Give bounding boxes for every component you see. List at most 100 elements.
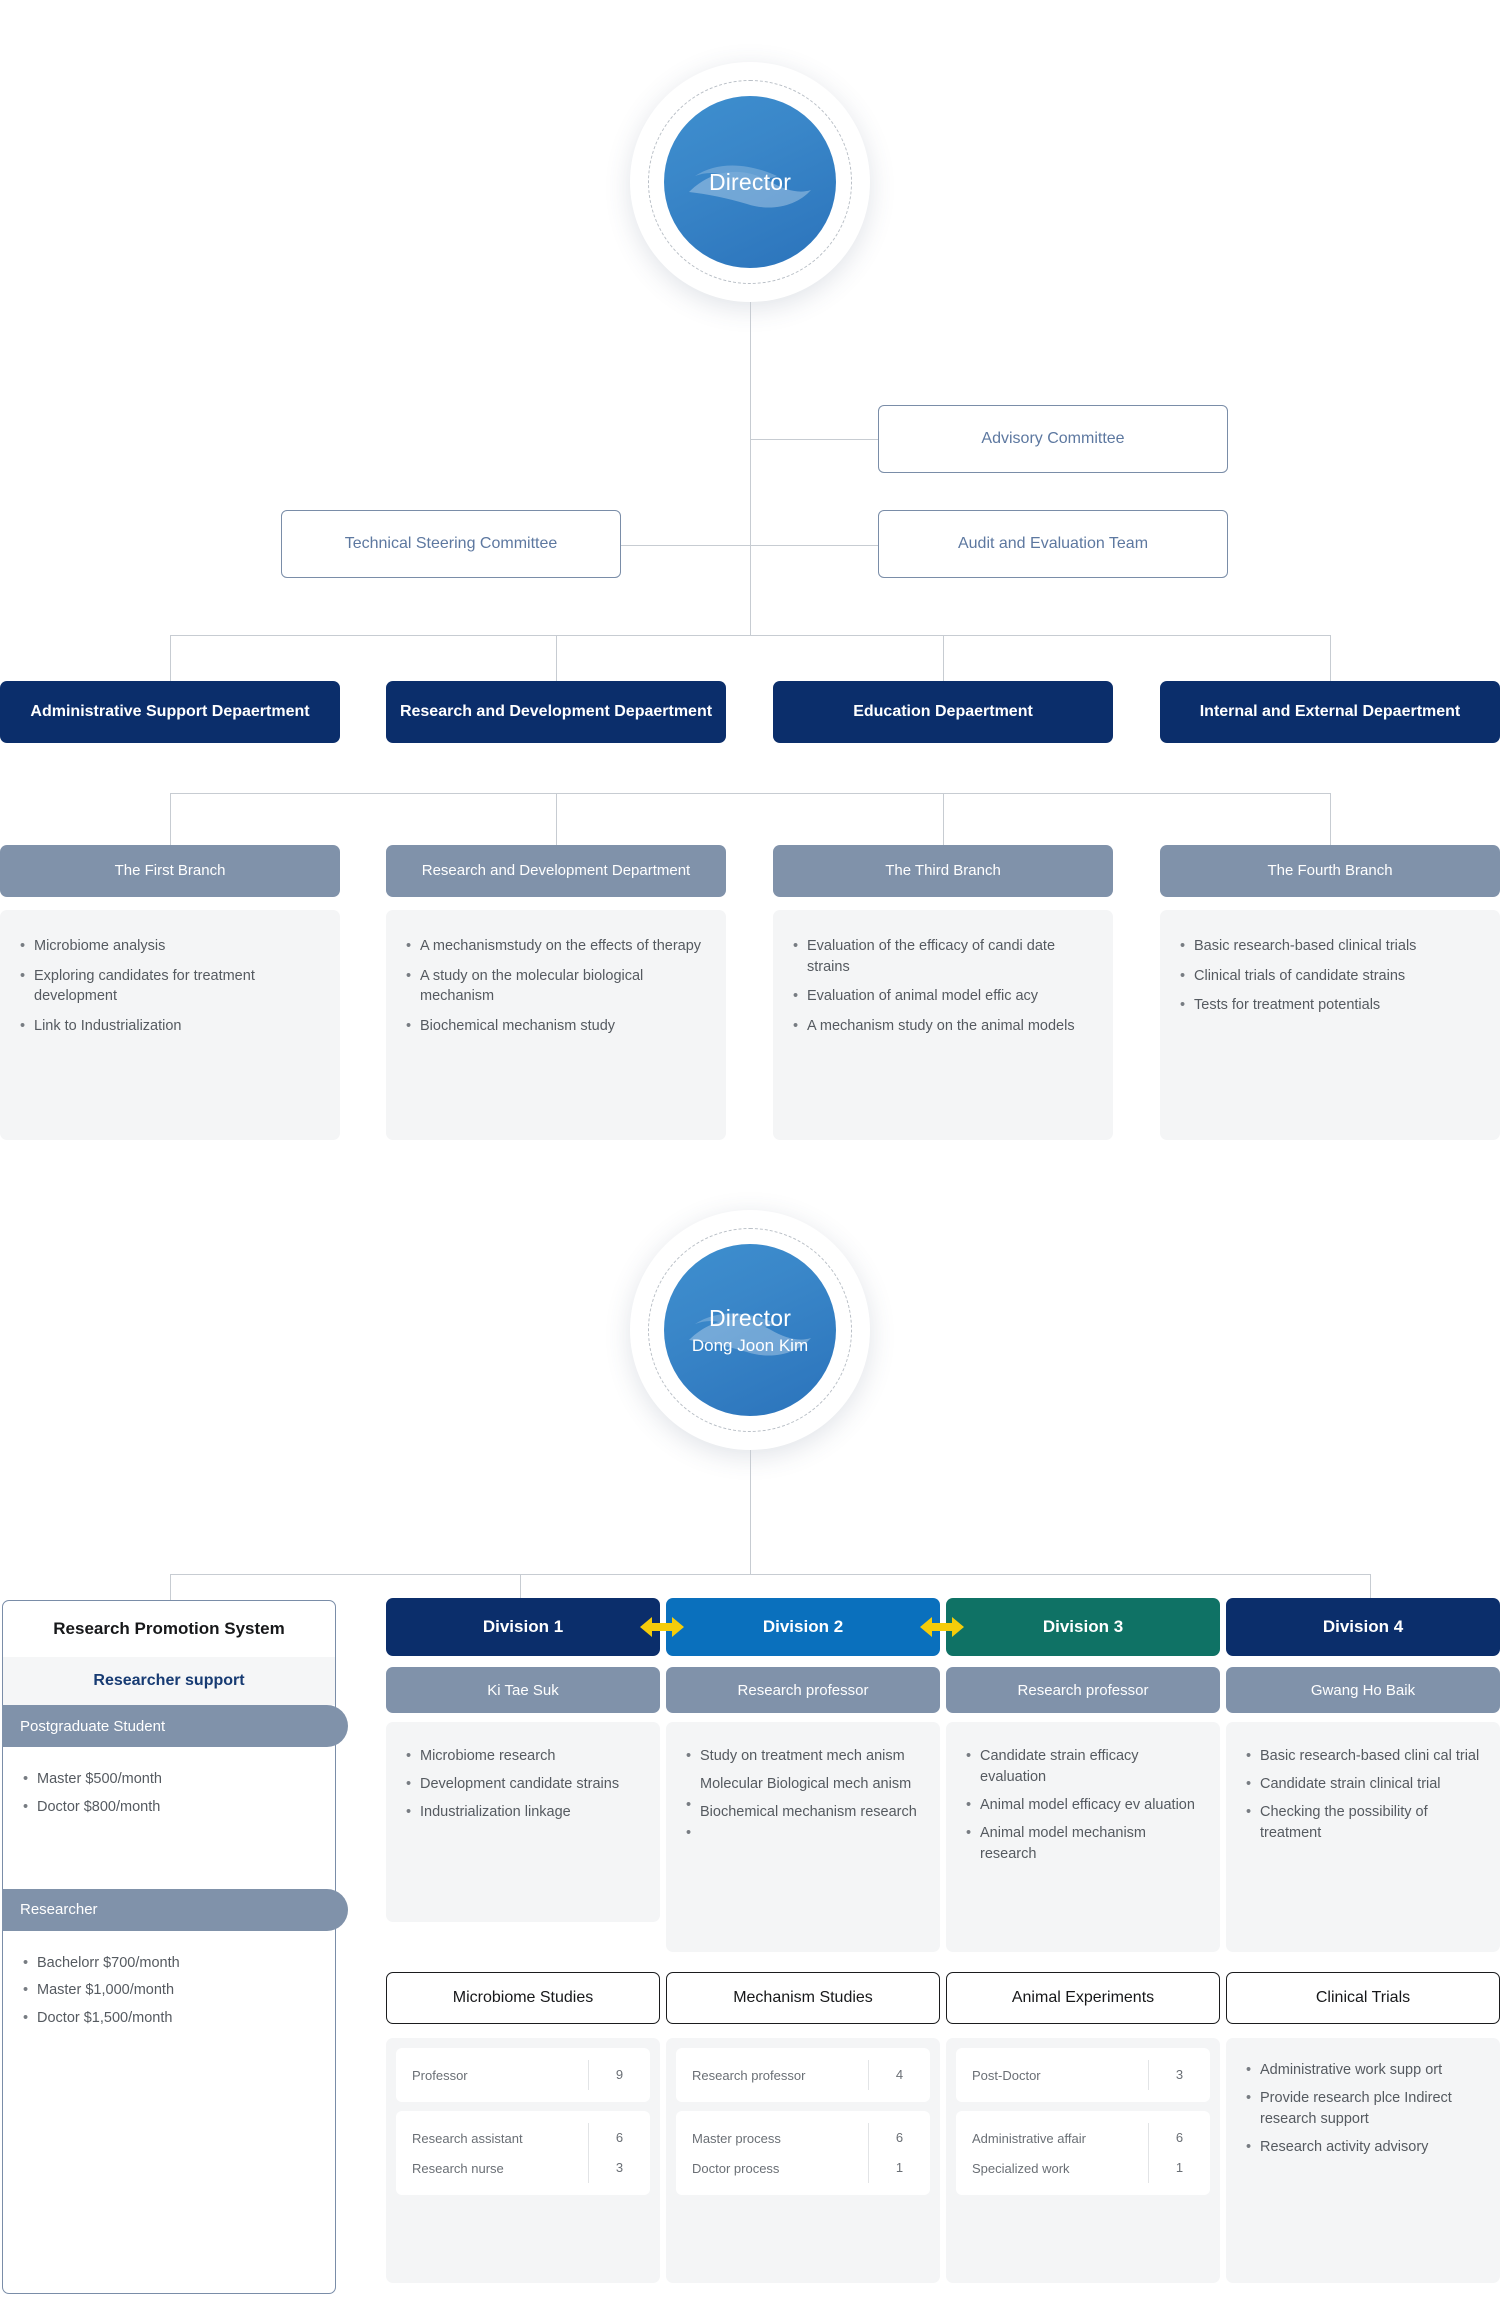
division-2-body: Study on treatment mech anism Molecular … — [666, 1722, 940, 1952]
count-value: 6 — [1148, 2123, 1210, 2153]
division-label: Division 2 — [762, 1617, 844, 1636]
connector-branch-drop-4 — [1330, 793, 1331, 845]
count-row: Research nurse 3 — [396, 2153, 650, 2183]
branch-item: Basic research-based clinical trials — [1178, 936, 1482, 957]
branch-head-fourth[interactable]: The Fourth Branch — [1160, 845, 1500, 897]
division-3-header[interactable]: Division 3 — [946, 1598, 1220, 1656]
division-3-person: Research professor — [946, 1667, 1220, 1713]
count-label: Specialized work — [972, 2160, 1070, 2176]
count-label: Administrative affair — [972, 2130, 1086, 2146]
dept-education[interactable]: Education Depaertment — [773, 681, 1113, 743]
connector-branch-drop-1 — [170, 793, 171, 845]
clinical-note-item: Administrative work supp ort — [1244, 2060, 1482, 2081]
promotion-group-postgraduate[interactable]: Postgraduate Student — [2, 1705, 348, 1747]
count-table-mechanism: Research professor 4 Master process 6 Do… — [666, 2038, 940, 2283]
division-label: Division 3 — [1042, 1617, 1124, 1636]
connector-division-drop-1 — [170, 1574, 171, 1618]
division-item: Checking the possibility of treatment — [1244, 1802, 1482, 1844]
committee-technical-steering[interactable]: Technical Steering Committee — [281, 510, 621, 578]
connector-dept-bus — [170, 635, 1330, 636]
study-box-animal[interactable]: Animal Experiments — [946, 1972, 1220, 2024]
count-label: Research nurse — [412, 2160, 504, 2176]
study-box-label: Clinical Trials — [1315, 1989, 1411, 2006]
branch-item-list: Microbiome analysis Exploring candidates… — [18, 936, 322, 1036]
study-box-microbiome[interactable]: Microbiome Studies — [386, 1972, 660, 2024]
clinical-note-list: Administrative work supp ort Provide res… — [1226, 2038, 1500, 2283]
division-2-header[interactable]: Division 2 — [666, 1598, 940, 1656]
division-item: Basic research-based clini cal trial — [1244, 1746, 1482, 1767]
count-row: Doctor process 1 — [676, 2153, 930, 2183]
clinical-note-item: Research activity advisory — [1244, 2137, 1482, 2158]
branch-item: A mechanism study on the animal models — [791, 1016, 1095, 1037]
count-row: Research professor 4 — [676, 2060, 930, 2090]
division-4-person: Gwang Ho Baik — [1226, 1667, 1500, 1713]
wave-logo-icon — [689, 165, 811, 208]
count-value: 4 — [868, 2060, 930, 2090]
director-dashed-ring: Director Dong Joon Kim — [648, 1228, 852, 1432]
branch-item: Clinical trials of candidate strains — [1178, 966, 1482, 987]
promotion-group-label: Researcher — [20, 1901, 98, 1918]
research-promotion-panel: Research Promotion System Researcher sup… — [2, 1600, 348, 2294]
promotion-panel-subtitle: Researcher support — [3, 1657, 335, 1705]
branch-item: Evaluation of the efficacy of candi date… — [791, 936, 1095, 977]
promotion-item: Doctor $1,500/month — [21, 2008, 317, 2030]
branch-item: Link to Industrialization — [18, 1016, 322, 1037]
division-1-header[interactable]: Division 1 — [386, 1598, 660, 1656]
branch-head-third[interactable]: The Third Branch — [773, 845, 1113, 897]
division-item: Industrialization linkage — [404, 1802, 642, 1823]
division-person-label: Gwang Ho Baik — [1310, 1681, 1416, 1699]
division-item-list: Basic research-based clini cal trial Can… — [1244, 1746, 1482, 1844]
branch-body-rnd: A mechanismstudy on the effects of thera… — [386, 910, 726, 1140]
promotion-item-list-postgraduate: Master $500/month Doctor $800/month — [3, 1747, 335, 1851]
count-label: Master process — [692, 2130, 781, 2146]
promotion-item: Bachelorr $700/month — [21, 1953, 317, 1975]
branch-item: Microbiome analysis — [18, 936, 322, 957]
committee-audit-evaluation[interactable]: Audit and Evaluation Team — [878, 510, 1228, 578]
dept-internal-external[interactable]: Internal and External Depaertment — [1160, 681, 1500, 743]
top-director-node: Director — [630, 62, 870, 302]
count-label: Research professor — [692, 2067, 806, 2083]
promotion-item-list-researcher: Bachelorr $700/month Master $1,000/month… — [3, 1931, 335, 2062]
study-box-clinical[interactable]: Clinical Trials — [1226, 1972, 1500, 2024]
division-item: Development candidate strains — [404, 1774, 642, 1795]
branch-head-first[interactable]: The First Branch — [0, 845, 340, 897]
branch-item: Tests for treatment potentials — [1178, 995, 1482, 1016]
dept-label: Research and Development Depaertment — [399, 702, 713, 720]
dept-label: Administrative Support Depaertment — [30, 702, 310, 720]
count-value: 6 — [868, 2123, 930, 2153]
division-label: Division 1 — [482, 1617, 564, 1636]
branch-item: Evaluation of animal model effic acy — [791, 986, 1095, 1007]
study-box-label: Microbiome Studies — [452, 1989, 594, 2006]
connector-dept-drop-1 — [170, 635, 171, 681]
branch-head-label: Research and Development Department — [421, 861, 691, 879]
dept-research-development[interactable]: Research and Development Depaertment — [386, 681, 726, 743]
director-circle: Director Dong Joon Kim — [664, 1244, 836, 1416]
study-box-label: Animal Experiments — [1011, 1989, 1155, 2006]
promotion-group-researcher[interactable]: Researcher — [2, 1888, 348, 1931]
dept-administrative-support[interactable]: Administrative Support Depaertment — [0, 681, 340, 743]
branch-item-list: A mechanismstudy on the effects of thera… — [404, 936, 708, 1036]
count-row: Administrative affair 6 — [956, 2123, 1210, 2153]
connector-director-stem — [750, 302, 751, 635]
division-item: Animal model mechanism research — [964, 1823, 1202, 1865]
count-label: Research assistant — [412, 2130, 523, 2146]
division-item: Microbiome research — [404, 1746, 642, 1767]
division-1-body: Microbiome research Development candidat… — [386, 1722, 660, 1922]
count-value: 3 — [1148, 2060, 1210, 2090]
study-box-mechanism[interactable]: Mechanism Studies — [666, 1972, 940, 2024]
count-card: Post-Doctor 3 — [956, 2048, 1210, 2102]
branch-head-rnd[interactable]: Research and Development Department — [386, 845, 726, 897]
division-3-body: Candidate strain efficacy evaluation Ani… — [946, 1722, 1220, 1952]
connector-audit — [750, 545, 878, 546]
branch-item: Exploring candidates for treatment devel… — [18, 966, 322, 1007]
clinical-note-item: Provide research plce Indirect research … — [1244, 2088, 1482, 2130]
division-item: Biochemical mechanism research — [684, 1802, 922, 1844]
count-card: Research professor 4 — [676, 2048, 930, 2102]
division-4-header[interactable]: Division 4 — [1226, 1598, 1500, 1656]
connector-dept-drop-3 — [943, 635, 944, 681]
promotion-spacer — [3, 1851, 335, 1889]
branch-body-fourth: Basic research-based clinical trials Cli… — [1160, 910, 1500, 1140]
committee-advisory[interactable]: Advisory Committee — [878, 405, 1228, 473]
branch-item-list: Basic research-based clinical trials Cli… — [1178, 936, 1482, 1016]
connector-branch-bus — [170, 793, 1330, 794]
